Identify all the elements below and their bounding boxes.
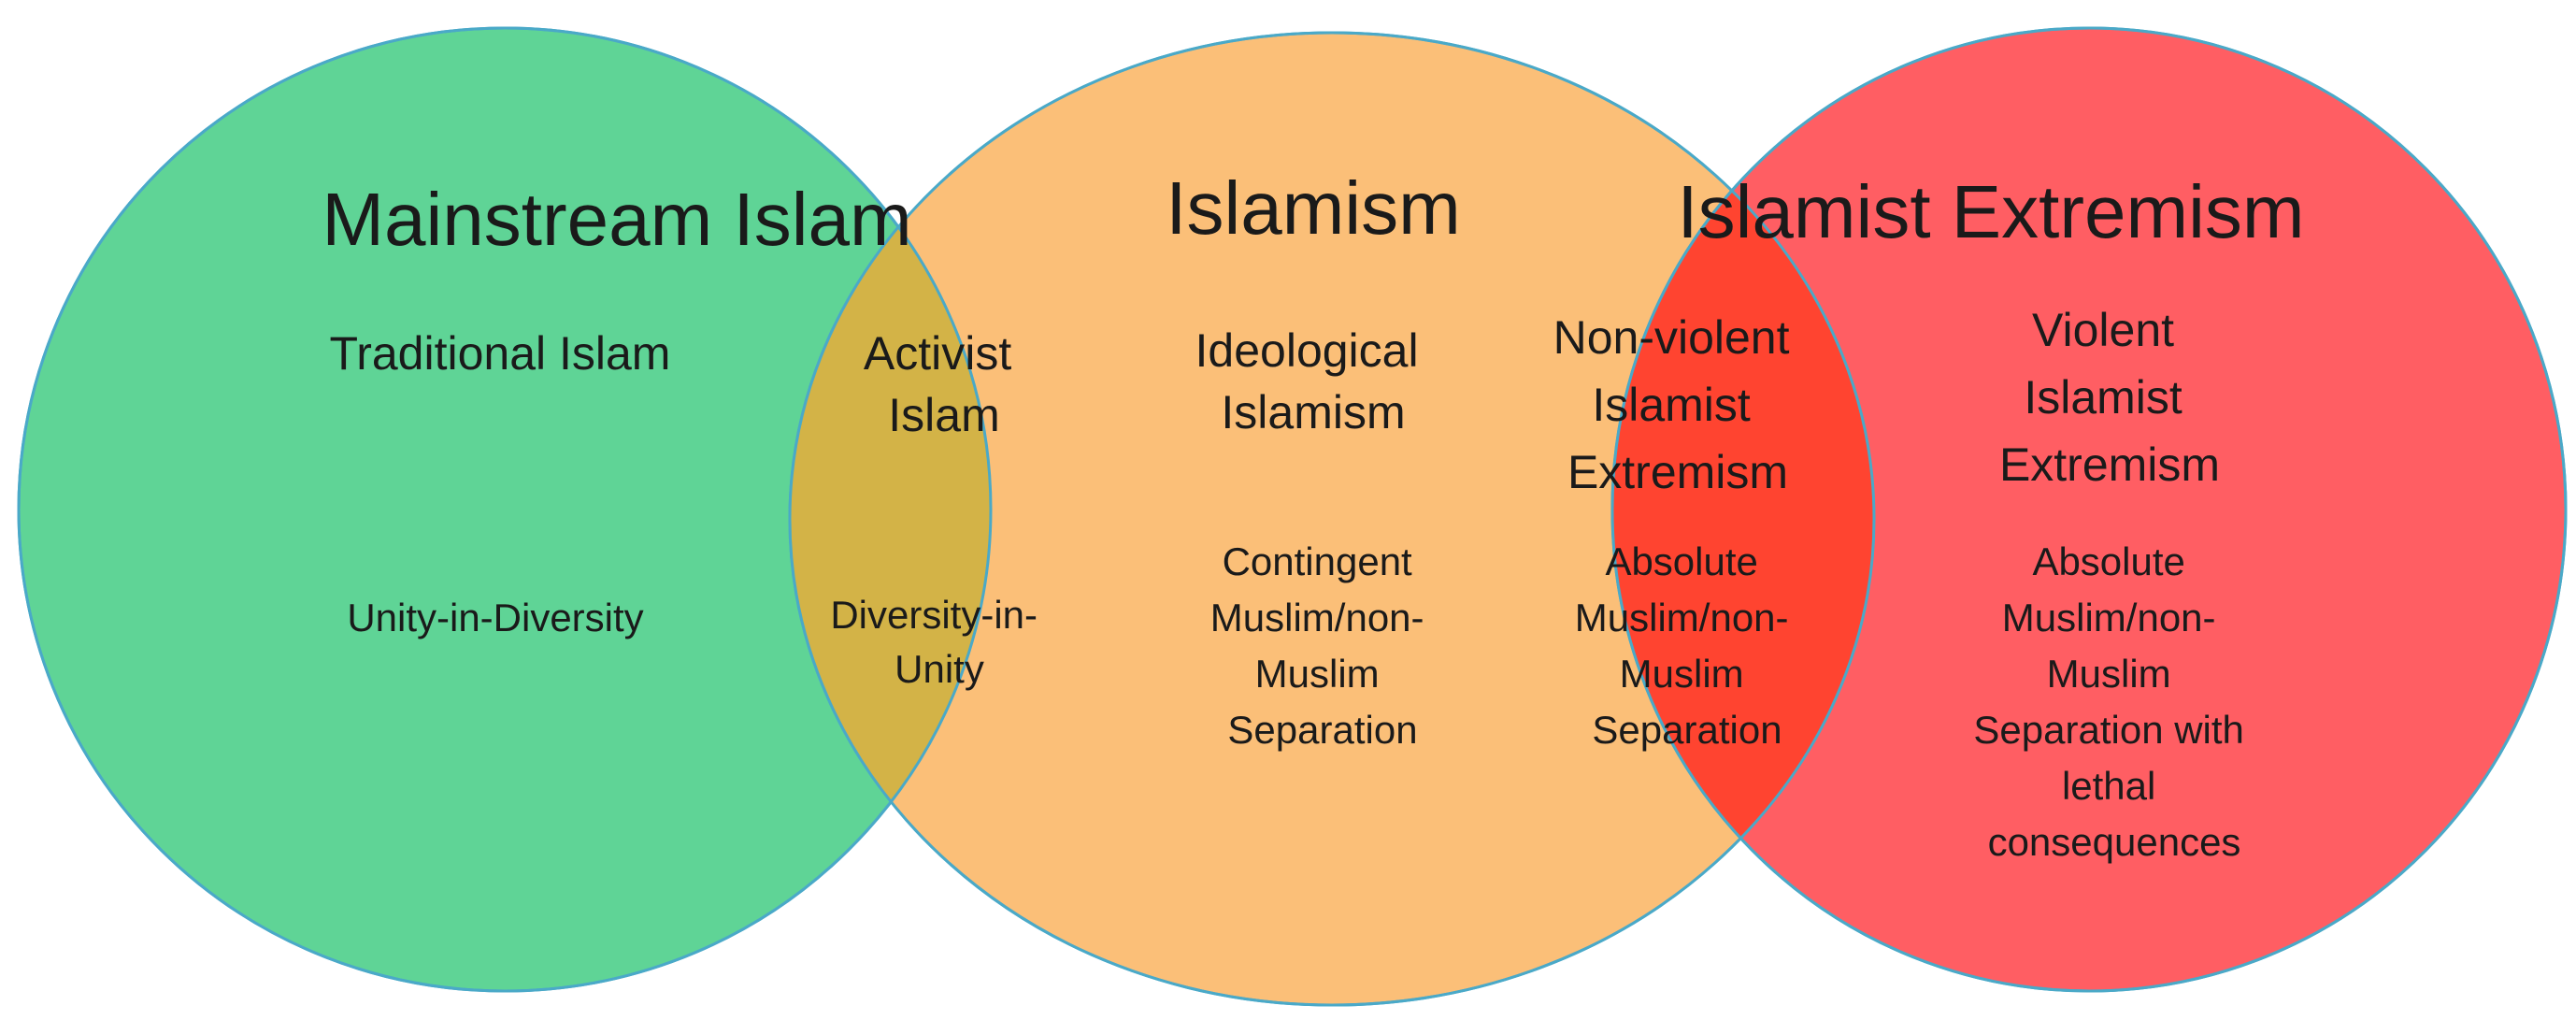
islamism-principle: Contingent Muslim/non- Muslim Separation bbox=[1210, 539, 1435, 752]
activist-type: Activist Islam bbox=[864, 327, 1024, 441]
mainstream-outline bbox=[17, 26, 993, 993]
mainstream-principle: Unity-in-Diversity bbox=[347, 596, 643, 639]
nonviolent-principle: Absolute Muslim/non- Muslim Separation bbox=[1575, 539, 1799, 752]
extremism-principle: Absolute Muslim/non- Muslim Separation w… bbox=[1973, 539, 2254, 864]
title-mainstream: Mainstream Islam bbox=[322, 178, 911, 261]
islamism-outline bbox=[788, 31, 1876, 1007]
violent-type: Violent Islamist Extremism bbox=[1999, 304, 2220, 491]
activist-principle: Diversity-in- Unity bbox=[830, 593, 1048, 691]
mainstream-type: Traditional Islam bbox=[330, 327, 671, 380]
nonviolent-type: Non-violent Islamist Extremism bbox=[1553, 311, 1803, 498]
title-islamism: Islamism bbox=[1166, 166, 1461, 250]
ideological-type: Ideological Islamism bbox=[1195, 324, 1432, 438]
title-extremism: Islamist Extremism bbox=[1677, 170, 2304, 253]
extremism-outline bbox=[1610, 26, 2568, 993]
